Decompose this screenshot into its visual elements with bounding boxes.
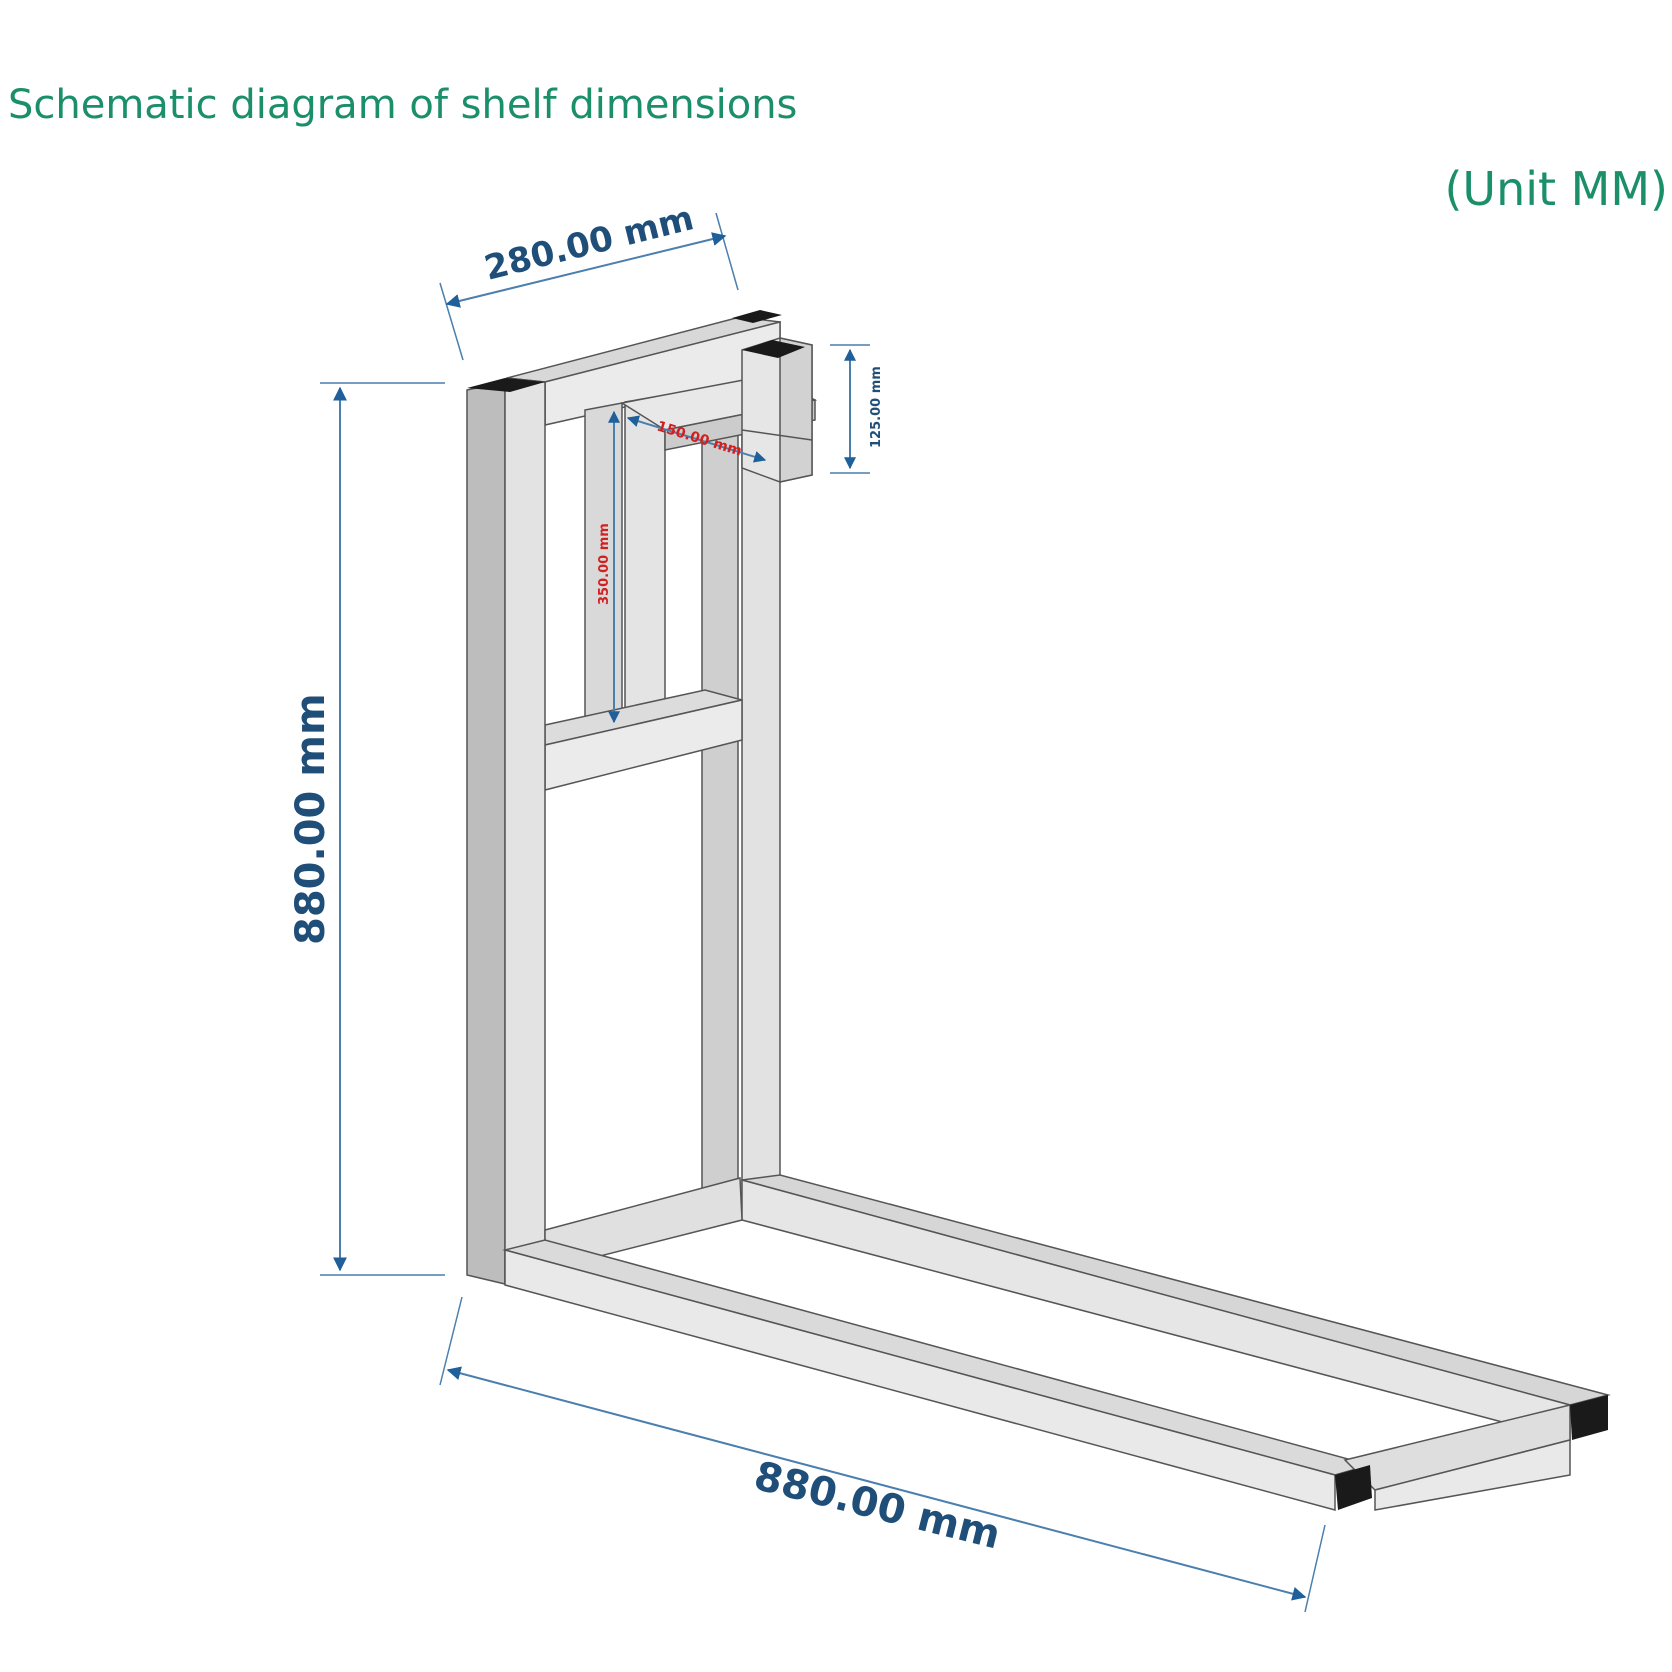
bottom-back-rail (741, 1174, 1611, 1441)
unit-note: (Unit MM) (1444, 162, 1668, 216)
upright-box (741, 337, 813, 483)
upright-end-cap (742, 340, 805, 358)
front-left-post (466, 378, 546, 1285)
bottom-end-cross (1343, 1404, 1571, 1511)
dimension-height: 880.00 mm (288, 382, 445, 1276)
dimension-length-bottom-label: 880.00 mm (750, 1453, 1005, 1559)
front-end-cap (467, 378, 545, 392)
dimension-width-top-label: 280.00 mm (481, 198, 698, 289)
dimension-height-label: 880.00 mm (288, 693, 334, 945)
top-end-cap (732, 310, 782, 323)
back-right-post (701, 320, 781, 1199)
dimension-inner-height-label: 350.00 mm (597, 523, 612, 605)
bottom-front-rail (502, 1239, 1373, 1511)
dimension-inner-height: 350.00 mm (597, 410, 620, 724)
bottom-front-end-cap (1335, 1465, 1372, 1510)
dimension-arm-height: 125.00 mm (830, 344, 884, 474)
dimension-arm-height-label: 125.00 mm (869, 366, 884, 448)
bottom-back-end-cap (1570, 1395, 1608, 1440)
diagram-title: Schematic diagram of shelf dimensions (8, 82, 798, 128)
